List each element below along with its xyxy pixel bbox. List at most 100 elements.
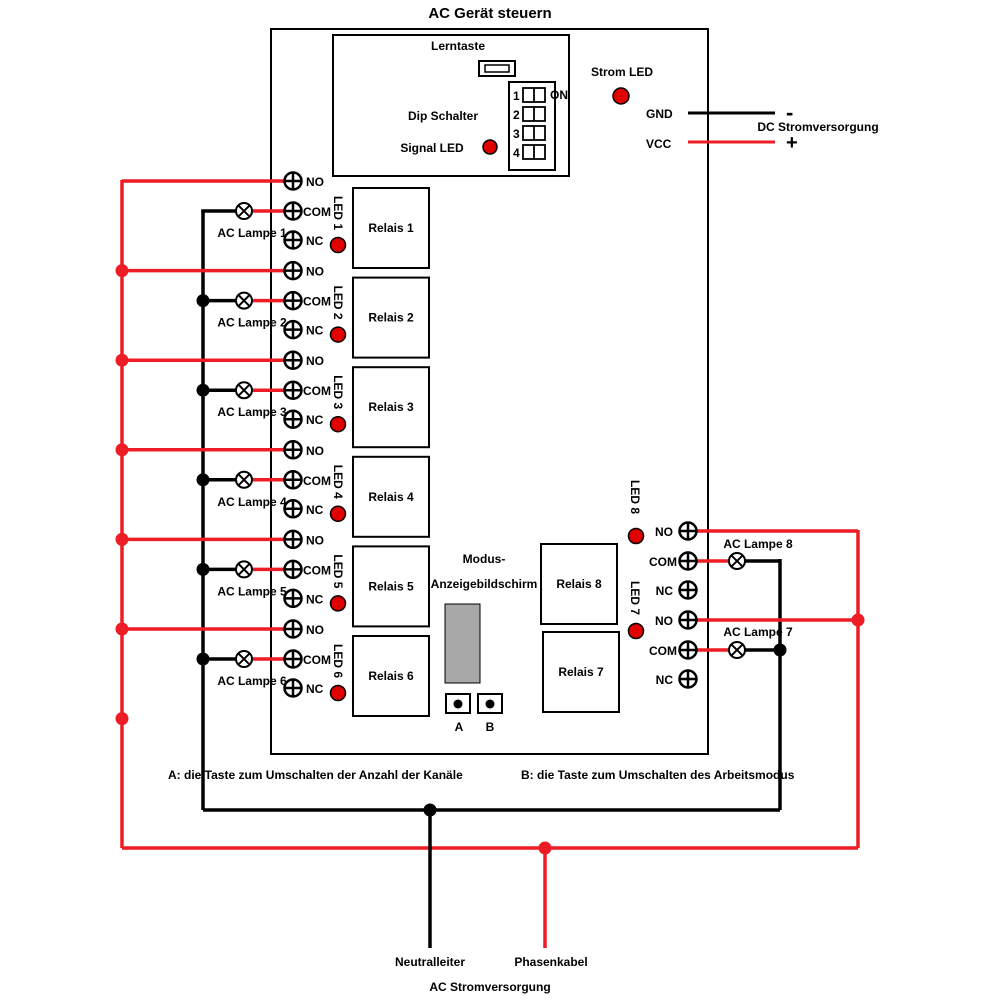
- ch7-nc-terminal[interactable]: [678, 669, 698, 689]
- relay-2: [352, 276, 430, 359]
- led-6: [329, 684, 347, 702]
- ch5-no-label: NO: [306, 533, 324, 547]
- note-button-a: A: die Taste zum Umschalten der Anzahl d…: [168, 768, 463, 782]
- relay-3: [352, 366, 430, 449]
- ch5-com-terminal[interactable]: [283, 559, 303, 580]
- ch8-com-label: COM: [649, 555, 677, 569]
- phase-junction-1: [115, 264, 129, 278]
- ch7-nc-label: NC: [656, 673, 674, 687]
- relay-5: [352, 545, 430, 628]
- led-2: [329, 326, 347, 343]
- lamp-3: [235, 381, 253, 400]
- ch6-com-terminal[interactable]: [283, 649, 303, 669]
- dc-power-label: DC Stromversorgung: [757, 120, 878, 134]
- ch1-no-terminal[interactable]: [283, 171, 303, 191]
- ch8-nc-label: NC: [656, 584, 674, 598]
- relay-7: [542, 631, 620, 713]
- relay-5-label: Relais 5: [368, 579, 414, 593]
- ch1-no-label: NO: [306, 175, 324, 189]
- ch8-no-terminal[interactable]: [678, 521, 698, 541]
- lamp-6-label: AC Lampe 6: [217, 674, 287, 688]
- phase-junction-2: [115, 353, 129, 367]
- ch1-nc-terminal[interactable]: [283, 230, 303, 250]
- ch7-com-label: COM: [649, 644, 677, 658]
- control-panel: [332, 34, 570, 177]
- lamp-1: [235, 202, 253, 220]
- led-1-label: LED 1: [331, 196, 345, 230]
- dc-plus-sign: +: [786, 132, 798, 154]
- ch3-nc-terminal[interactable]: [283, 409, 303, 429]
- phase-junction-4: [115, 532, 129, 546]
- ch8-nc-terminal[interactable]: [678, 580, 698, 600]
- button-a[interactable]: [445, 693, 471, 714]
- ch3-nc-label: NC: [306, 413, 324, 427]
- ch3-no-terminal[interactable]: [283, 350, 303, 370]
- lamp-1-label: AC Lampe 1: [217, 226, 287, 240]
- mode-display-screen: [444, 603, 481, 684]
- led-5: [329, 595, 347, 612]
- ch4-neutral-junction: [196, 473, 210, 487]
- diagram-title: AC Gerät steuern: [428, 5, 551, 22]
- ch3-com-terminal[interactable]: [283, 380, 303, 400]
- ch5-nc-terminal[interactable]: [283, 588, 303, 609]
- lamp-8-label: AC Lampe 8: [723, 537, 793, 551]
- lamp-4-label: AC Lampe 4: [217, 495, 287, 509]
- ch6-com-label: COM: [303, 653, 331, 667]
- led-8: [627, 527, 645, 545]
- signal-led: [482, 139, 498, 155]
- ch4-no-terminal[interactable]: [283, 440, 303, 460]
- phase-junction-right: [851, 613, 865, 627]
- relay-4-label: Relais 4: [368, 490, 414, 504]
- ch7-com-terminal[interactable]: [678, 640, 698, 660]
- button-b[interactable]: [477, 693, 503, 714]
- lamp-3-label: AC Lampe 3: [217, 405, 287, 419]
- ch2-com-terminal[interactable]: [283, 290, 303, 311]
- led-7: [627, 622, 645, 640]
- ch1-com-terminal[interactable]: [283, 201, 303, 221]
- lamp-3-cross-b: [237, 383, 251, 397]
- led-3-label: LED 3: [331, 375, 345, 409]
- learn-button[interactable]: [478, 60, 516, 77]
- ch2-nc-terminal[interactable]: [283, 319, 303, 340]
- led-4-label: LED 4: [331, 465, 345, 499]
- ch5-nc-label: NC: [306, 592, 324, 606]
- ch4-com-terminal[interactable]: [283, 470, 303, 490]
- ch2-no-label: NO: [306, 265, 324, 279]
- lamp-5: [235, 560, 253, 579]
- ch2-neutral-junction: [196, 294, 210, 308]
- learn-button-label: Lerntaste: [431, 39, 485, 53]
- ch2-no-terminal[interactable]: [283, 260, 303, 281]
- gnd-label: GND: [646, 107, 673, 121]
- ch6-nc-terminal[interactable]: [283, 678, 303, 698]
- lamp-6-cross-b: [237, 652, 251, 666]
- button-b-label: B: [486, 720, 495, 734]
- neutral-label: Neutralleiter: [395, 955, 465, 969]
- ch7-no-terminal[interactable]: [678, 610, 698, 630]
- phase-label: Phasenkabel: [514, 955, 587, 969]
- ch4-nc-label: NC: [306, 503, 324, 517]
- ch8-com-terminal[interactable]: [678, 551, 698, 571]
- relay-6-label: Relais 6: [368, 669, 414, 683]
- dip-position-1-label: 1: [513, 89, 520, 103]
- ch7-no-label: NO: [655, 614, 673, 628]
- ch1-neutral-lead: [201, 209, 236, 213]
- vcc-label: VCC: [646, 137, 672, 151]
- relay-1-label: Relais 1: [368, 221, 414, 235]
- dip-position-3-label: 3: [513, 127, 520, 141]
- ch3-no-label: NO: [306, 354, 324, 368]
- ch6-no-terminal[interactable]: [283, 619, 303, 639]
- ch5-no-terminal[interactable]: [283, 529, 303, 550]
- neutral-main-junction: [423, 803, 437, 817]
- relay-3-label: Relais 3: [368, 400, 414, 414]
- ch4-nc-terminal[interactable]: [283, 499, 303, 519]
- dip-on-label: ON: [550, 88, 568, 102]
- ch6-nc-label: NC: [306, 682, 324, 696]
- led-7-label: LED 7: [628, 581, 642, 615]
- phase-junction-6: [115, 712, 129, 726]
- button-a-label: A: [455, 720, 464, 734]
- ac-power-label: AC Stromversorgung: [429, 980, 550, 994]
- dip-switch-label: Dip Schalter: [408, 109, 478, 123]
